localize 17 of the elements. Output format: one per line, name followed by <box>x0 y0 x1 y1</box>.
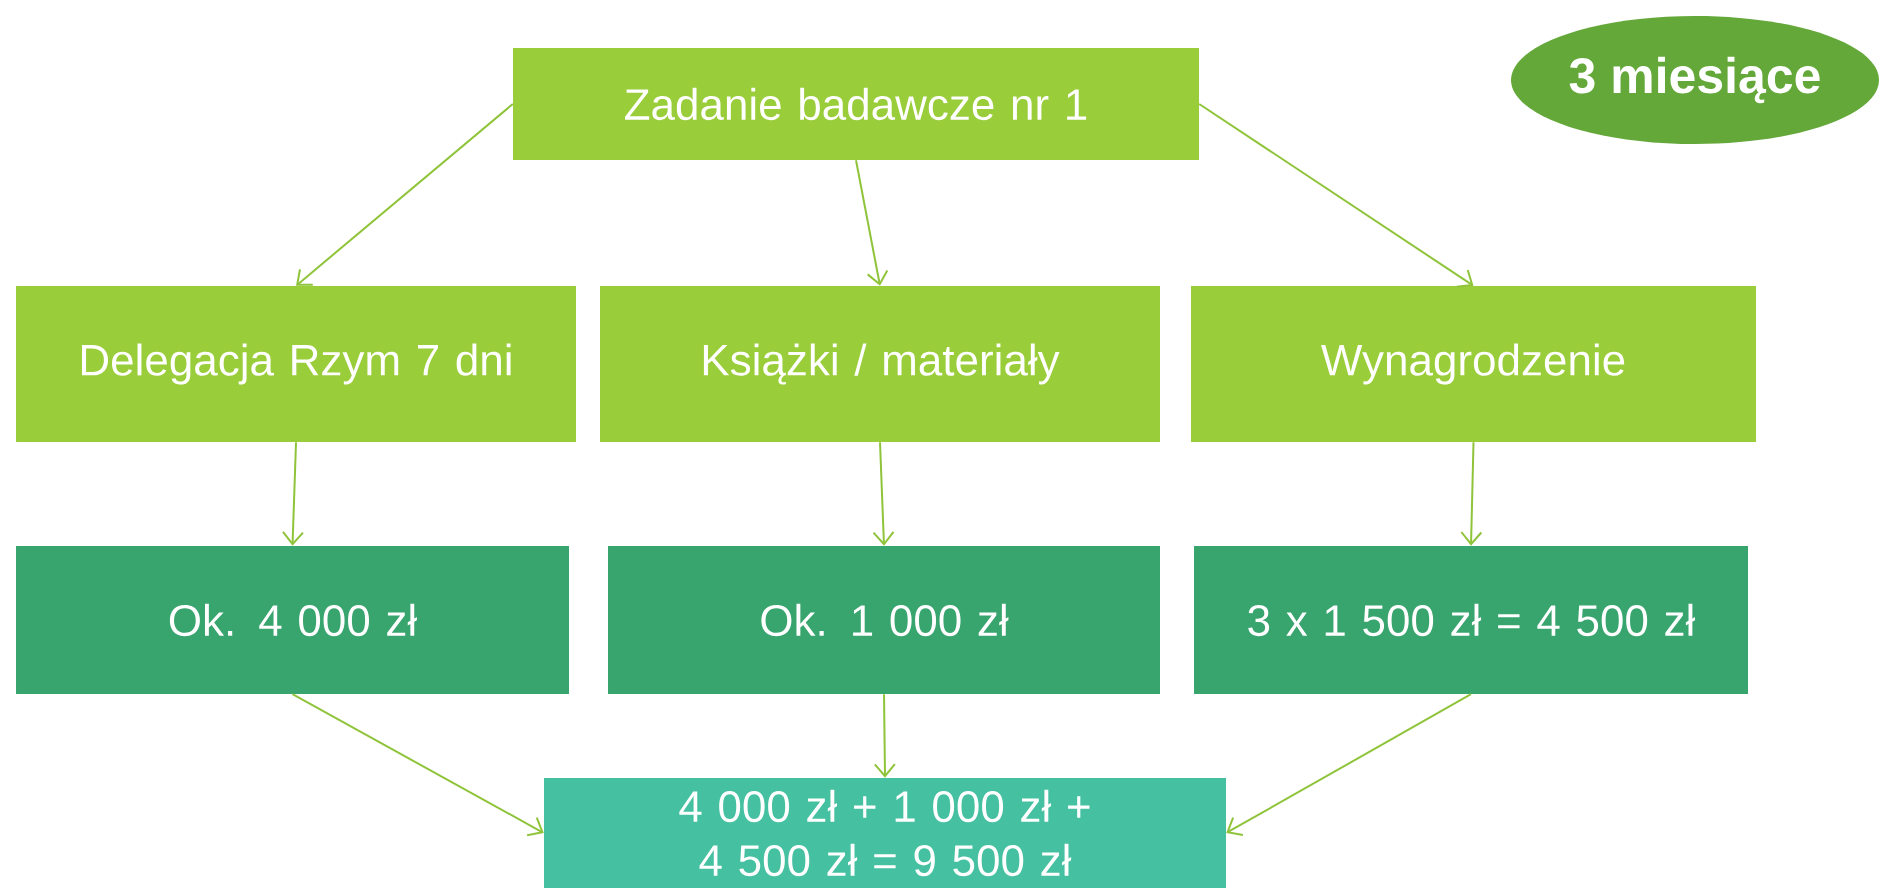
cost-box: Ok. 4 000 zł <box>16 546 569 694</box>
arrow <box>872 441 895 546</box>
arrow <box>1226 693 1472 836</box>
task-box: Zadanie badawcze nr 1 <box>513 48 1199 160</box>
cost-box: 3 x 1 500 zł = 4 500 zł <box>1194 546 1748 694</box>
arrow <box>855 159 889 286</box>
arrow <box>1198 103 1474 288</box>
cost-box: Ok. 1 000 zł <box>608 546 1160 694</box>
category-box: Delegacja Rzym 7 dni <box>16 286 576 442</box>
arrow <box>296 103 514 286</box>
category-box: Wynagrodzenie <box>1191 286 1756 442</box>
arrow <box>1460 441 1483 546</box>
total-box: 4 000 zł + 1 000 zł + 4 500 zł = 9 500 zł <box>544 778 1226 888</box>
arrow <box>291 693 544 837</box>
category-box: Książki / materiały <box>600 286 1160 442</box>
arrow <box>873 693 896 778</box>
arrow <box>281 441 304 546</box>
